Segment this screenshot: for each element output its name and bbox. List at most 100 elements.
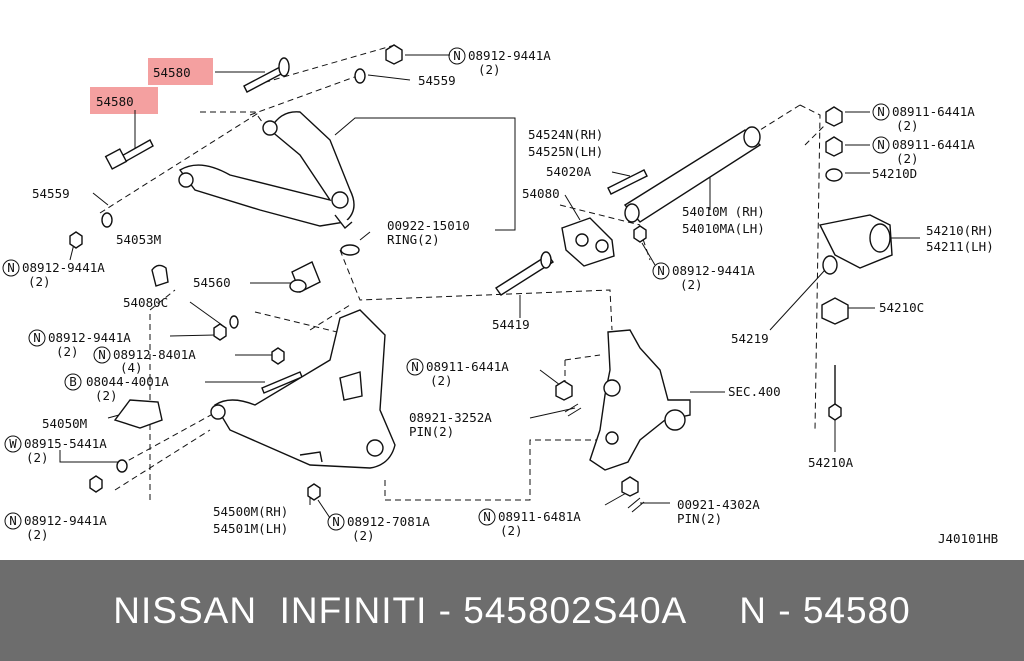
pin-4302-shape	[627, 497, 645, 513]
nut-6441-a-shape	[825, 106, 843, 127]
label-washer-left: 54559	[32, 186, 70, 201]
label-54580-lower: 54580	[96, 94, 134, 109]
label-nut-torsion-qty: (2)	[680, 277, 703, 292]
shaft-54419-shape	[495, 251, 554, 296]
bracket-54053m-shape	[151, 264, 169, 287]
label-bracket-54080: 54080	[522, 186, 560, 201]
nut-8401-shape	[271, 347, 285, 365]
label-nut-6441-mid-qty: (2)	[430, 373, 453, 388]
symbol-n-nut-torsion: N	[652, 262, 670, 280]
label-nut-6441-mid: 08911-6441A	[426, 359, 509, 374]
label-nut-6441-a-qty: (2)	[896, 118, 919, 133]
label-ring: 00922-15010	[387, 218, 470, 233]
symbol-n-nut-6441-mid: N	[406, 358, 424, 376]
label-nut-6441-b-qty: (2)	[896, 151, 919, 166]
label-54580-upper: 54580	[153, 65, 191, 80]
symbol-n-nut-6481: N	[478, 508, 496, 526]
label-torsion-lh: 54010MA(LH)	[682, 221, 765, 236]
label-nut-mid: 08912-9441A	[48, 330, 131, 345]
drawing-number: J40101HB	[938, 531, 998, 546]
label-top-nut-qty: (2)	[478, 62, 501, 77]
nut-bottom-shape	[89, 475, 103, 493]
label-rod-a: 54210A	[808, 455, 854, 470]
nut-torsion-shape	[633, 225, 647, 243]
footer-brand-text: NISSAN INFINITI - 545802S40A	[113, 589, 688, 631]
bolt-54020a-shape	[607, 169, 648, 195]
nut-mid-shape	[213, 323, 227, 341]
label-lower-arm-rh: 54500M(RH)	[213, 504, 288, 519]
symbol-w-washer-5441: W	[4, 435, 22, 453]
label-nut-6441-b: 08911-6441A	[892, 137, 975, 152]
bushing-c-shape	[821, 297, 849, 325]
symbol-b-bolt-4001: B	[64, 373, 82, 391]
label-shaft-54419: 54419	[492, 317, 530, 332]
label-washer-5441-qty: (2)	[26, 450, 49, 465]
svg-text:N: N	[33, 330, 41, 345]
bushing-d-shape	[825, 168, 843, 182]
label-sec400: SEC.400	[728, 384, 781, 399]
leader-lines	[59, 54, 920, 519]
label-nut-mid-qty: (2)	[56, 344, 79, 359]
svg-text:N: N	[332, 514, 340, 529]
symbol-n-nut-left: N	[2, 259, 20, 277]
svg-text:N: N	[9, 513, 17, 528]
torsion-bar-shape	[623, 126, 762, 223]
label-nut-8401-qty: (4)	[120, 360, 143, 375]
label-stabilizer-rh: 54210(RH)	[926, 223, 994, 238]
left-nut-shape	[69, 231, 83, 249]
lower-arm-shape	[210, 309, 396, 469]
bump-stop-shape	[289, 261, 321, 293]
label-nut-7081-qty: (2)	[352, 528, 375, 543]
label-bolt-4001-qty: (2)	[95, 388, 118, 403]
svg-text:N: N	[98, 347, 106, 362]
label-torsion-rh: 54010M (RH)	[682, 204, 765, 219]
label-nut-8401: 08912-8401A	[113, 347, 196, 362]
label-nut-left-qty: (2)	[28, 274, 51, 289]
ring-shape	[340, 244, 360, 256]
top-nut-shape	[385, 44, 403, 65]
upper-bolt-long	[243, 57, 290, 93]
left-washer-shape	[101, 212, 113, 228]
washer-5441-shape	[116, 459, 128, 473]
label-pin-4302-qty: PIN(2)	[677, 511, 722, 526]
label-stabilizer-lh: 54211(LH)	[926, 239, 994, 254]
label-nut-6441-a: 08911-6441A	[892, 104, 975, 119]
symbol-n-nut-bottom: N	[4, 512, 22, 530]
label-lower-bracket: 54080C	[123, 295, 168, 310]
label-upper-arm-rh: 54524N(RH)	[528, 127, 603, 142]
svg-text:N: N	[483, 509, 491, 524]
rod-a-shape	[828, 365, 842, 421]
dashed-lines	[99, 44, 826, 501]
washer-mid-shape	[229, 315, 239, 329]
label-pin-4302: 00921-4302A	[677, 497, 760, 512]
label-upper-arm-lh: 54525N(LH)	[528, 144, 603, 159]
highlight-box-lower	[90, 87, 158, 114]
highlight-box-upper	[148, 58, 213, 85]
svg-text:N: N	[877, 104, 885, 119]
label-lower-arm-lh: 54501M(LH)	[213, 521, 288, 536]
label-bracket-54053m: 54053M	[116, 232, 161, 247]
label-bolt-4001: 08044-4001A	[86, 374, 169, 389]
symbol-n-nut-8401: N	[93, 346, 111, 364]
top-washer-shape	[354, 68, 366, 84]
label-stopper: 54050M	[42, 416, 87, 431]
label-nut-7081: 08912-7081A	[347, 514, 430, 529]
svg-text:N: N	[411, 359, 419, 374]
label-bump-stop: 54560	[193, 275, 231, 290]
knuckle-shape	[589, 329, 691, 471]
label-washer-top: 54559	[418, 73, 456, 88]
label-pin-3252-qty: PIN(2)	[409, 424, 454, 439]
pin-3252-shape	[564, 403, 582, 417]
symbol-n-nut-mid: N	[28, 329, 46, 347]
nut-7081-shape	[307, 483, 321, 501]
label-nut-torsion: 08912-9441A	[672, 263, 755, 278]
label-clip: 54219	[731, 331, 769, 346]
svg-text:B: B	[69, 374, 77, 389]
symbol-n-nut-6441-a: N	[872, 103, 890, 121]
clip-shape	[822, 255, 838, 275]
upper-bolt-short	[104, 139, 154, 170]
label-nut-bottom: 08912-9441A	[24, 513, 107, 528]
stopper-shape	[113, 399, 163, 429]
label-nut-6481: 08911-6481A	[498, 509, 581, 524]
